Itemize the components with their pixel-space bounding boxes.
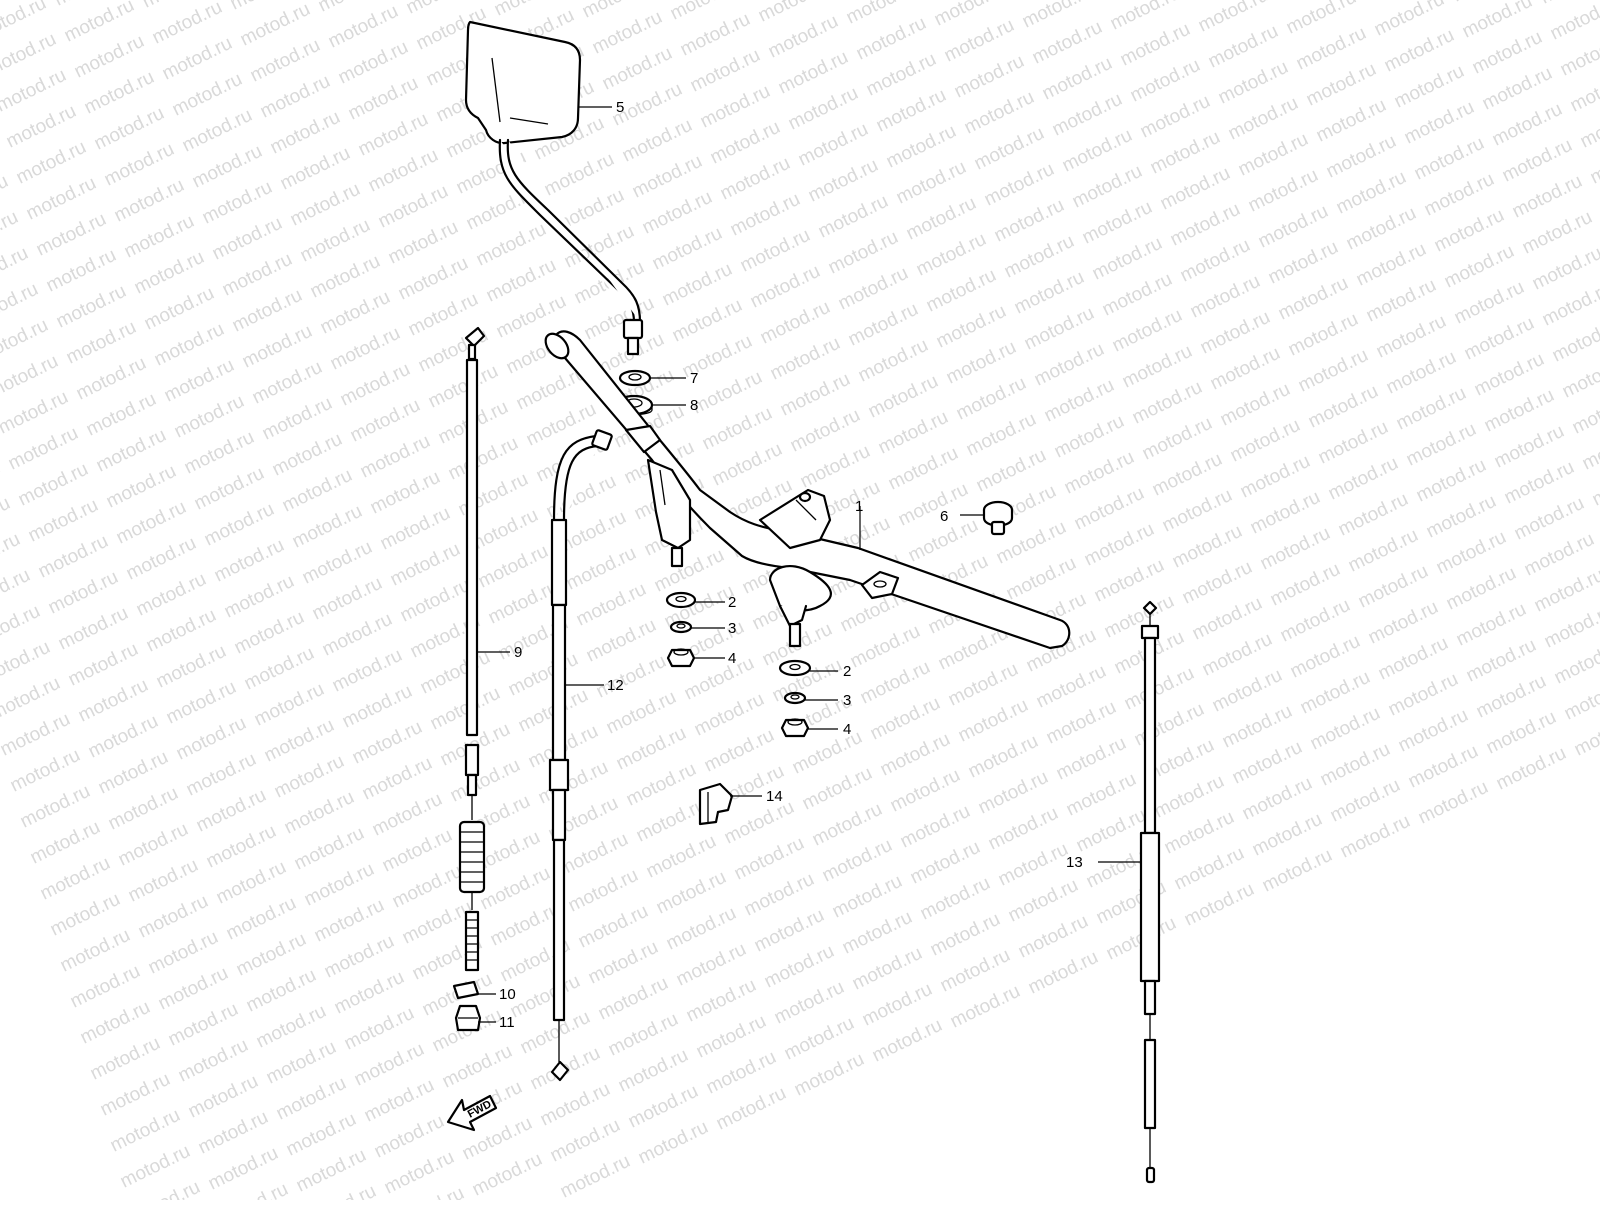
washer-2-right — [780, 661, 810, 675]
lock-washer-3-left — [671, 622, 691, 632]
callout-6: 6 — [940, 508, 948, 525]
callout-10: 10 — [499, 986, 516, 1003]
callout-13: 13 — [1066, 854, 1083, 871]
washer-2-left — [667, 593, 695, 607]
callout-9: 9 — [514, 644, 522, 661]
cap-11 — [456, 1006, 480, 1030]
washer-7 — [620, 371, 650, 385]
nut-4-left — [668, 649, 694, 666]
watermark-text: motod.ru — [1547, 0, 1600, 44]
callout-5: 5 — [616, 99, 624, 116]
callout-2-right: 2 — [843, 663, 851, 680]
clip-14 — [700, 784, 732, 824]
callout-3-right: 3 — [843, 692, 851, 709]
cap-10 — [454, 982, 478, 998]
callout-2-left: 2 — [728, 594, 736, 611]
callout-12: 12 — [607, 677, 624, 694]
cap-6 — [984, 502, 1012, 534]
callout-7: 7 — [690, 370, 698, 387]
callout-4-right: 4 — [843, 721, 851, 738]
callout-3-left: 3 — [728, 620, 736, 637]
lock-washer-3-right — [785, 693, 805, 703]
callout-11: 11 — [499, 1014, 515, 1031]
callout-8: 8 — [690, 397, 698, 414]
callout-4-left: 4 — [728, 650, 736, 667]
nut-4-right — [782, 719, 808, 736]
callout-14: 14 — [766, 788, 783, 805]
callout-1: 1 — [855, 498, 863, 515]
